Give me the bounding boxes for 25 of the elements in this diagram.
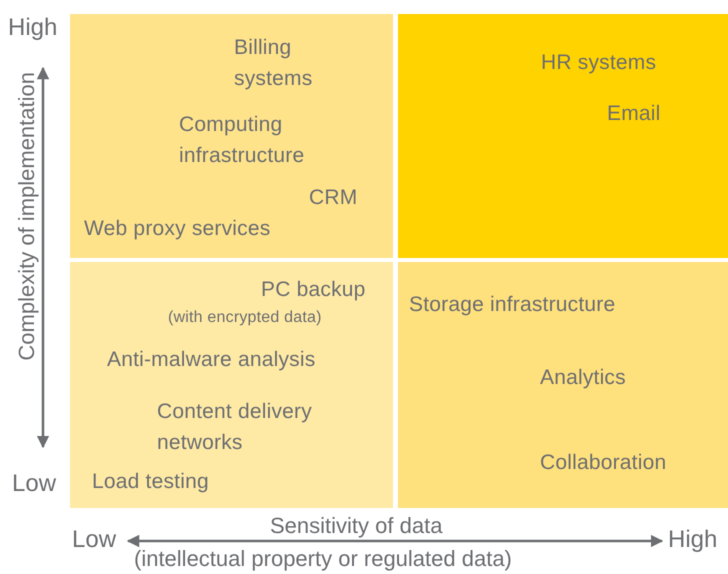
- item-label: HR systems: [541, 50, 656, 76]
- item-label: CRM: [309, 185, 358, 211]
- axis-label: High: [668, 526, 718, 554]
- item-label: Collaboration: [540, 450, 666, 476]
- item-label: Load testing: [92, 469, 209, 495]
- quadrant-panel: [398, 262, 728, 508]
- item-label: Web proxy services: [84, 216, 270, 242]
- item-label: Storage infrastructure: [409, 292, 616, 318]
- axis-label: Sensitivity of data: [270, 513, 442, 538]
- quadrant-panel: [70, 14, 393, 258]
- item-label: (with encrypted data): [168, 308, 322, 328]
- item-label: Anti-malware analysis: [107, 347, 316, 373]
- item-label: PC backup: [261, 277, 366, 303]
- axis-label: (intellectual property or regulated data): [134, 546, 512, 572]
- quadrant-panel: [70, 262, 393, 508]
- item-label: Billing systems: [234, 35, 314, 92]
- axis-label: High: [8, 14, 58, 42]
- item-label: Computing infrastructure: [179, 112, 306, 169]
- item-label: Content delivery networks: [157, 399, 313, 456]
- item-label: Analytics: [540, 365, 626, 391]
- axis-label: Low: [12, 470, 56, 498]
- quadrant-panel: [398, 14, 728, 258]
- item-label: Email: [607, 101, 661, 127]
- axis-label: Low: [72, 526, 116, 554]
- axis-title: Complexity of implementation: [14, 72, 40, 361]
